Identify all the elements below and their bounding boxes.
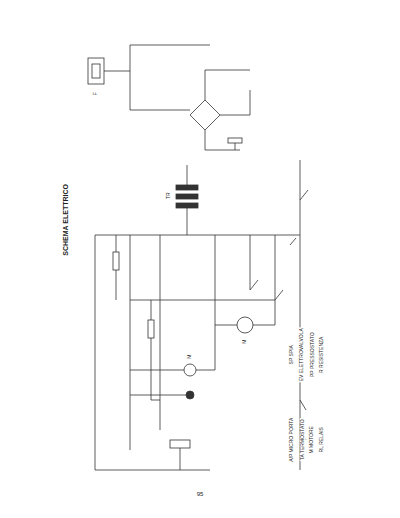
page-number: 95 bbox=[196, 491, 205, 498]
legend-entry: A/P MICRO PORTA bbox=[289, 417, 295, 463]
legend-entry: PP PRESSOSTATO bbox=[309, 332, 315, 379]
transformer-core bbox=[176, 194, 198, 199]
capacitor-symbol bbox=[228, 138, 242, 143]
wire bbox=[104, 45, 210, 110]
component-label: F bbox=[93, 91, 99, 96]
wire bbox=[165, 70, 250, 150]
legend-entry: RL RELAIS bbox=[319, 426, 325, 453]
legend-entry: TA TERMOSTATO bbox=[299, 419, 305, 462]
switch-contact bbox=[250, 190, 308, 300]
legend-entry: R RESISTENZA bbox=[319, 336, 325, 374]
transformer-core bbox=[176, 185, 198, 190]
wire bbox=[205, 143, 240, 150]
drawing-title: SCHEMA ELETTRICO bbox=[62, 183, 70, 257]
resistor-symbol bbox=[148, 320, 154, 338]
wire bbox=[116, 235, 180, 470]
wire bbox=[187, 165, 188, 235]
legend-entry: SP SPIA bbox=[289, 344, 295, 365]
legend-entry: EV ELETTROVALVOLA bbox=[299, 327, 305, 382]
component-label: M bbox=[242, 339, 248, 345]
transformer-core bbox=[176, 203, 198, 208]
wire bbox=[130, 300, 275, 395]
branch-wire bbox=[130, 300, 275, 430]
motor-symbol bbox=[184, 364, 196, 376]
branch-wire bbox=[130, 235, 275, 450]
terminal-block bbox=[170, 440, 190, 448]
terminal-block bbox=[88, 58, 104, 84]
bridge-rectifier bbox=[190, 100, 220, 130]
component-label: M bbox=[187, 354, 193, 360]
bus-wire bbox=[95, 160, 300, 470]
legend-entry: M MOTORE bbox=[309, 425, 315, 454]
component-label: TR bbox=[165, 192, 171, 201]
motor-symbol bbox=[237, 317, 253, 333]
lamp-symbol bbox=[186, 391, 194, 399]
resistor-symbol bbox=[113, 252, 119, 270]
terminal bbox=[92, 64, 100, 78]
